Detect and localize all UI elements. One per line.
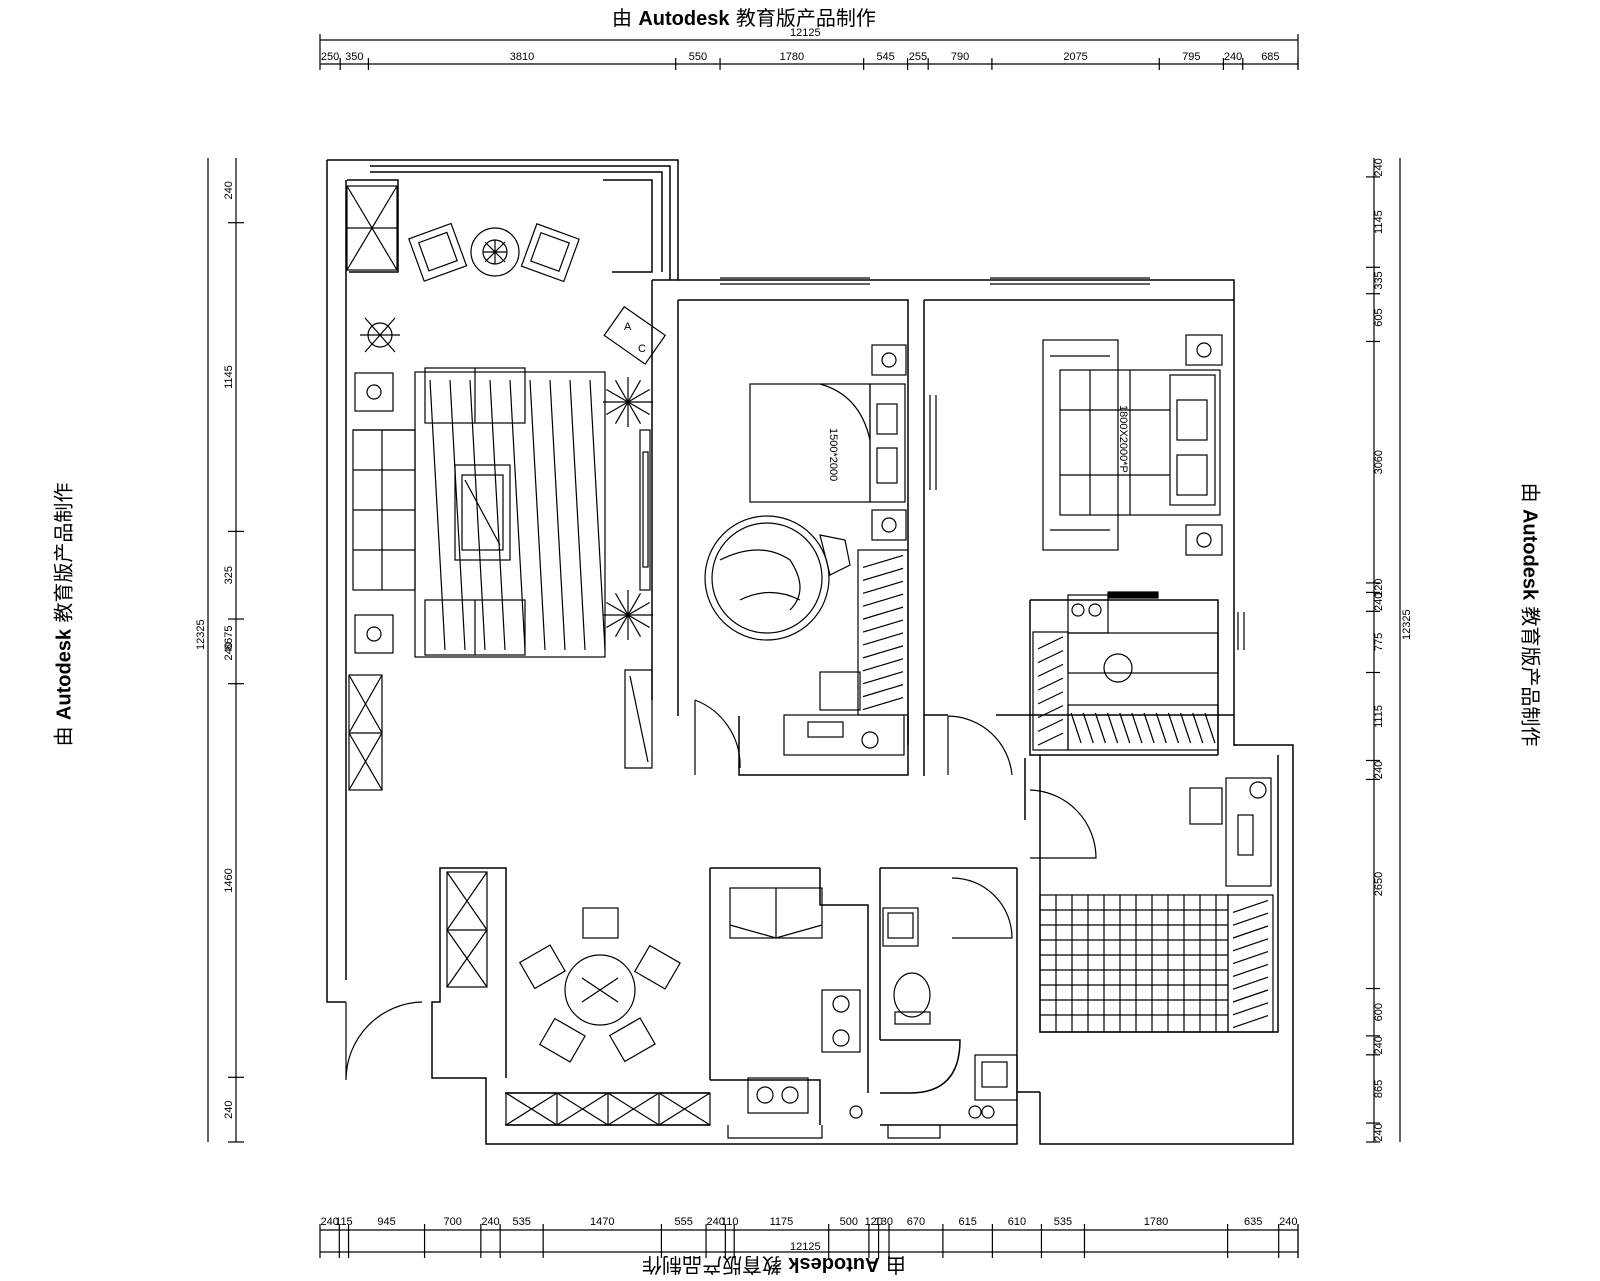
dim-bottom-seg-10: 1175 (770, 1216, 794, 1228)
dim-left-seg-4: 1460 (223, 868, 235, 892)
doors (345, 669, 1097, 1081)
dim-right-seg-0: 240 (1373, 158, 1385, 176)
dim-left-total: 12325 (195, 619, 207, 650)
dim-top-seg-9: 795 (1182, 51, 1200, 63)
dim-bottom-seg-6: 1470 (590, 1216, 614, 1228)
dim-bottom-seg-13: 130 (875, 1216, 893, 1228)
dim-right-seg-6: 240 (1373, 593, 1385, 611)
dim-top-seg-5: 545 (876, 51, 894, 63)
dimension-top: 12125 250 350 3810 550 1780 545 255 790 2075 795 2… (319, 27, 1299, 70)
dimension-right: 12325 2401145335605306012024077511152402… (1366, 158, 1413, 1143)
window-balcony (346, 185, 398, 271)
dim-bottom-seg-11: 500 (840, 1216, 858, 1228)
dim-left-seg-1: 1145 (223, 365, 235, 389)
dim-bottom-seg-2: 945 (377, 1216, 395, 1228)
dim-bottom-seg-0: 240 (320, 1216, 338, 1228)
dim-bottom-seg-7: 555 (675, 1216, 693, 1228)
dim-left-seg-5: 240 (223, 1100, 235, 1118)
dim-bottom-seg-20: 240 (1279, 1216, 1297, 1228)
svg-text:A: A (624, 321, 632, 333)
dim-right-seg-5: 120 (1373, 578, 1385, 596)
label-bed-small: 1500*2000 (827, 428, 839, 481)
dim-top-seg-3: 550 (689, 51, 707, 63)
dim-left-sub: 8675 (223, 626, 235, 650)
dim-bottom-seg-14: 670 (907, 1216, 925, 1228)
kitchen-furniture (729, 887, 863, 1119)
dim-bottom-total: 12125 (790, 1241, 821, 1253)
dim-right-seg-13: 865 (1373, 1080, 1385, 1098)
dim-right-seg-12: 240 (1373, 1036, 1385, 1054)
dim-bottom-seg-16: 610 (1008, 1216, 1026, 1228)
study-furniture (1039, 777, 1274, 1033)
dim-top-seg-1: 350 (345, 51, 363, 63)
dim-top-seg-2: 3810 (510, 51, 534, 63)
dim-bottom-seg-1: 115 (335, 1216, 353, 1228)
dim-right-seg-8: 1115 (1373, 705, 1385, 728)
dim-bottom-seg-18: 1780 (1144, 1216, 1168, 1228)
interior-walls (678, 299, 1279, 1126)
dim-right-seg-10: 2650 (1373, 872, 1385, 896)
dim-right-seg-1: 1145 (1373, 210, 1385, 234)
dim-bottom-seg-4: 240 (481, 1216, 499, 1228)
dim-bottom-seg-9: 110 (721, 1216, 739, 1228)
dim-right-seg-9: 240 (1373, 761, 1385, 779)
dim-bottom-seg-3: 700 (444, 1216, 462, 1228)
dim-top-seg-0: 250 (321, 51, 339, 63)
dim-bottom-seg-17: 535 (1054, 1216, 1072, 1228)
dim-bottom-seg-5: 535 (512, 1216, 530, 1228)
dim-bottom-seg-15: 615 (958, 1216, 976, 1228)
dim-top-seg-8: 2075 (1063, 51, 1087, 63)
dimension-left: 12325 8675 240 1145 325 240 1460 240 (195, 158, 244, 1143)
dim-right-total: 12325 (1401, 609, 1413, 640)
dim-bottom-seg-12: 120 (865, 1216, 883, 1228)
label-bed-master: 1800X2000*P (1117, 405, 1129, 473)
dim-right-seg-4: 3060 (1373, 450, 1385, 474)
dim-right-seg-7: 775 (1373, 633, 1385, 651)
living-room-furniture: A C (348, 222, 667, 791)
watermark-top: 由 Autodesk 教育版产品制作 (612, 6, 876, 30)
dim-top-seg-11: 685 (1261, 51, 1279, 63)
svg-text:C: C (638, 343, 646, 355)
dim-left-seg-2: 325 (223, 566, 235, 584)
dim-top-seg-4: 1780 (780, 51, 804, 63)
dim-bottom-seg-19: 635 (1244, 1216, 1262, 1228)
dim-left-seg-0: 240 (223, 181, 235, 199)
dim-left-seg-3: 240 (223, 642, 235, 660)
exterior-walls (326, 159, 1294, 1145)
dining-furniture (446, 871, 711, 1126)
dim-right-seg-11: 600 (1373, 1003, 1385, 1021)
dim-right-seg-2: 335 (1373, 271, 1385, 289)
dim-top-total: 12125 (790, 27, 821, 39)
dim-right-seg-14: 240 (1373, 1123, 1385, 1141)
bathroom-furniture (882, 907, 1018, 1119)
bedroom-small-furniture: 1500*2000 (704, 344, 909, 756)
dim-top-seg-10: 240 (1224, 51, 1242, 63)
bedroom-master-furniture: 1800X2000*P (1032, 334, 1223, 751)
dim-top-seg-6: 255 (909, 51, 927, 63)
dim-top-seg-7: 790 (951, 51, 969, 63)
dim-right-seg-3: 605 (1373, 308, 1385, 326)
dim-bottom-seg-8: 240 (707, 1216, 725, 1228)
windows-top (720, 277, 1245, 1139)
